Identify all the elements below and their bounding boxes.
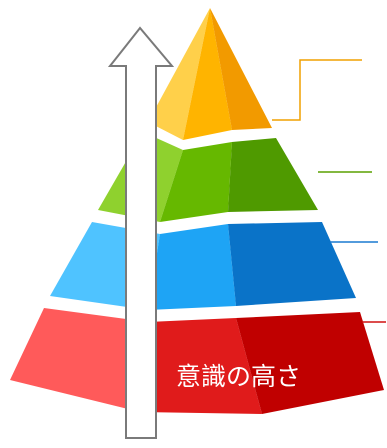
arrow-label: 意識の高さ bbox=[176, 362, 302, 391]
up-arrow-icon bbox=[107, 26, 175, 439]
connector-top bbox=[272, 59, 362, 121]
connector-lines bbox=[272, 59, 386, 323]
pyramid-tier-top bbox=[148, 8, 272, 140]
pyramid-tier-third bbox=[50, 222, 356, 310]
pyramid-tier-bottom bbox=[10, 308, 384, 414]
